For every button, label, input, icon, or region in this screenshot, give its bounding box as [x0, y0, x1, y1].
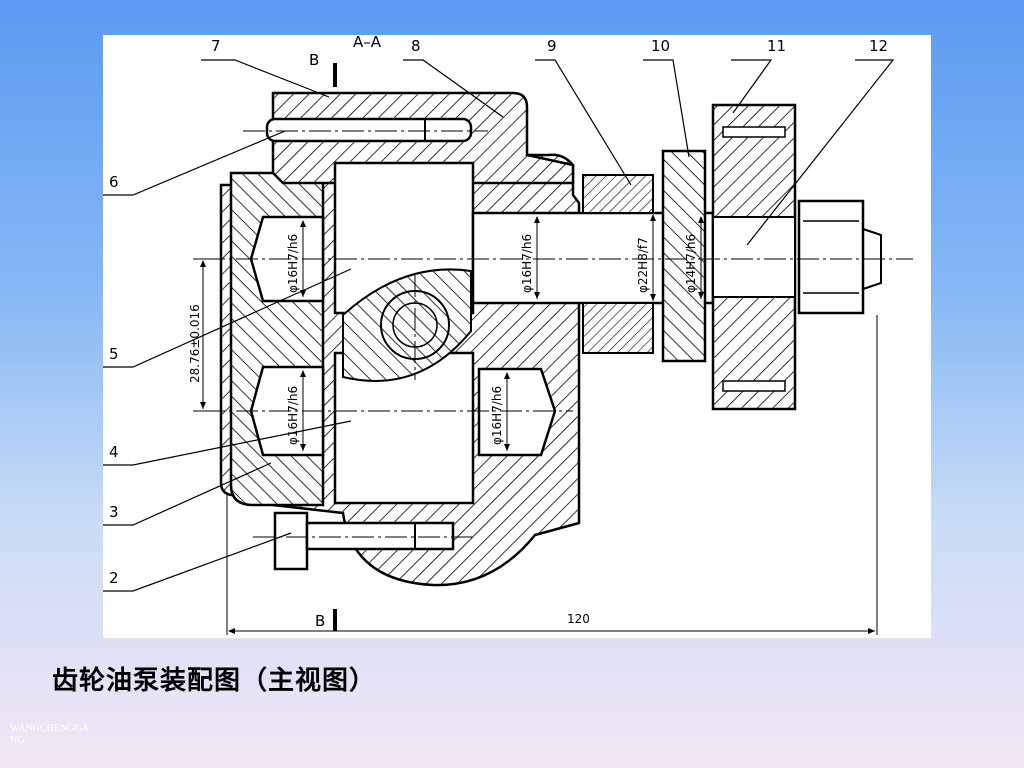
center-distance: 28.76±0.016 — [188, 304, 202, 383]
part-label-5: 5 — [109, 345, 119, 363]
fit-shaft-center: φ16H7/h6 — [520, 234, 534, 293]
part-label-11: 11 — [767, 37, 786, 55]
watermark: WANGCHENGGANG — [10, 723, 89, 746]
nut — [797, 199, 865, 315]
part-label-8: 8 — [411, 37, 421, 55]
fit-bushing: φ22H8/f7 — [636, 237, 650, 293]
part-label-2: 2 — [109, 569, 119, 587]
part-label-4: 4 — [109, 443, 119, 461]
part-label-7: 7 — [211, 37, 221, 55]
part-labels: 7 8 9 10 11 12 6 5 4 3 2 — [109, 37, 888, 587]
fit-right-lower: φ16H7/h6 — [490, 386, 504, 445]
fit-left-lower: φ16H7/h6 — [286, 386, 300, 445]
fit-shaft-end: φ14H7/h6 — [684, 234, 698, 293]
part-label-9: 9 — [547, 37, 557, 55]
part-label-12: 12 — [869, 37, 888, 55]
section-mark-bottom: B — [315, 612, 325, 630]
section-mark-top: B — [309, 51, 319, 69]
section-title: A–A — [353, 35, 382, 51]
part-label-6: 6 — [109, 173, 119, 191]
assembly-drawing: A–A B B 7 8 9 10 11 12 6 5 4 3 2 φ16H7/h… — [103, 35, 931, 638]
part-label-3: 3 — [109, 503, 119, 521]
bottom-screw — [273, 511, 309, 571]
top-pin — [265, 117, 473, 143]
fit-left-upper: φ16H7/h6 — [286, 234, 300, 293]
overall-width: 120 — [567, 612, 590, 626]
caption: 齿轮油泵装配图（主视图） — [52, 666, 377, 696]
gear-mesh — [342, 268, 472, 382]
part-label-10: 10 — [651, 37, 670, 55]
